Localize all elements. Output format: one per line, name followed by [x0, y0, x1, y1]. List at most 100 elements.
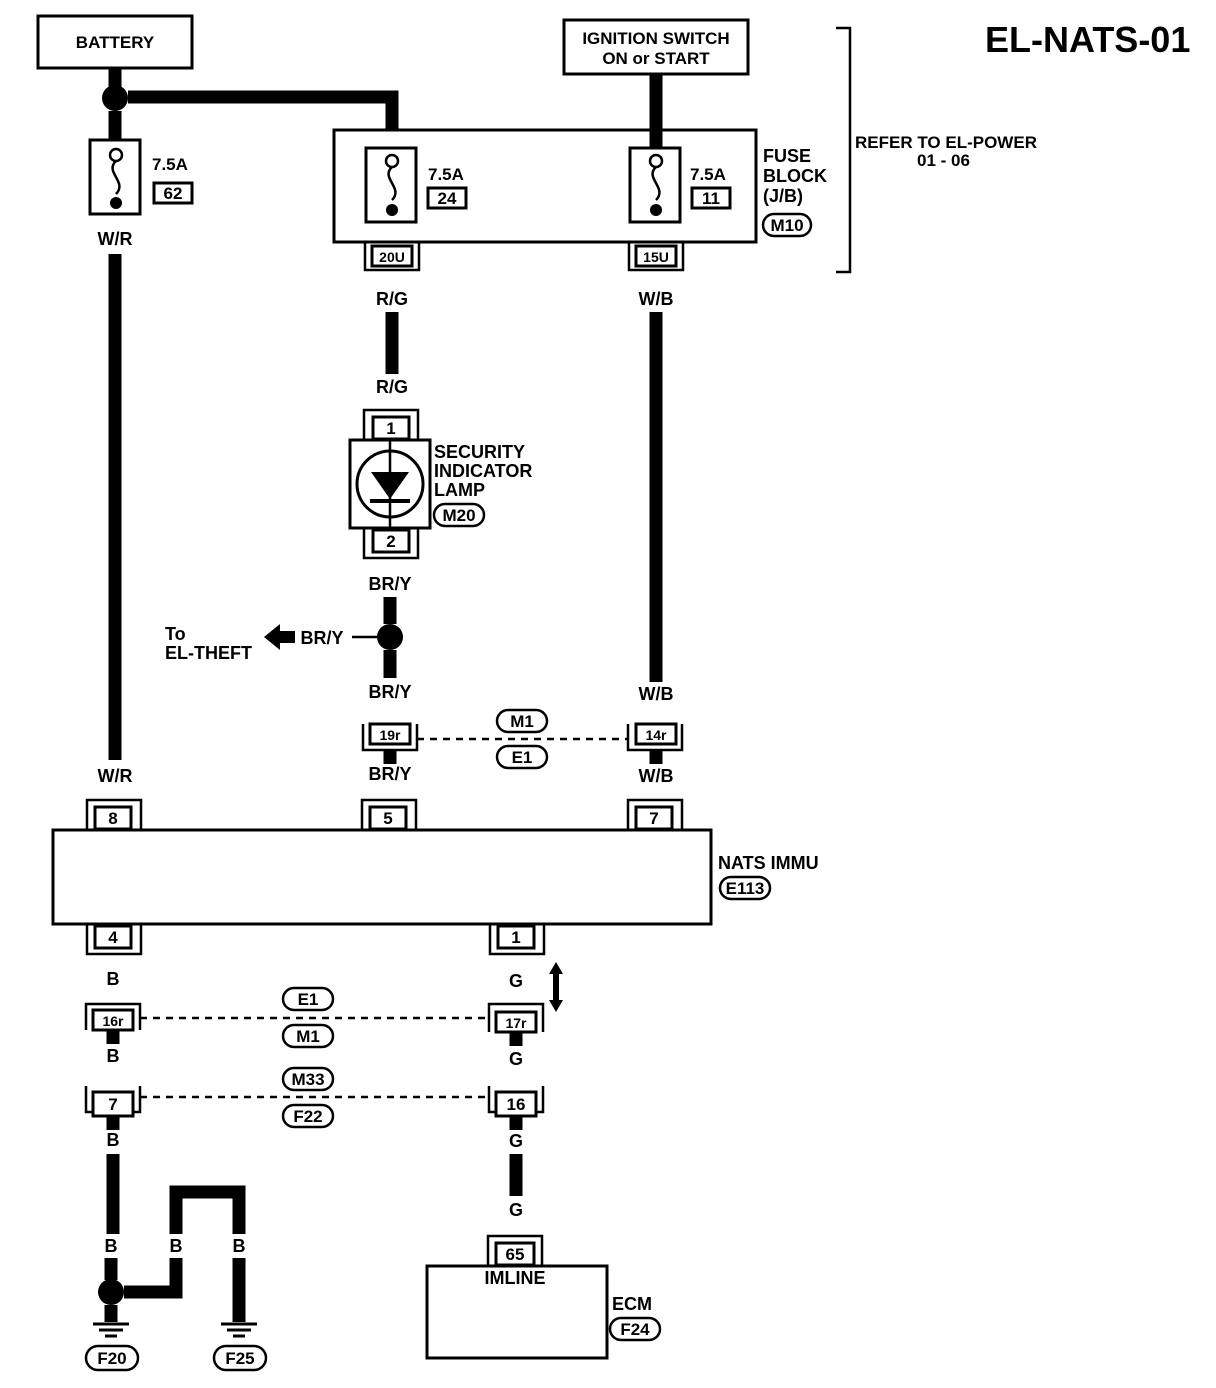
terminal-15u-label: 15U [643, 249, 669, 265]
bidirectional-arrow-icon [549, 962, 563, 1012]
lamp-line1: SECURITY [434, 442, 525, 462]
nats-pin4 [93, 924, 133, 950]
fuse-24-number-box [426, 186, 468, 210]
ecm-name: ECM [612, 1294, 652, 1314]
fuse-block-line1: FUSE [763, 146, 811, 166]
battery-label: BATTERY [76, 33, 155, 52]
ecm-connector-oval [608, 1316, 662, 1342]
wire-label-g-1: G [509, 971, 523, 991]
wire-label-wb-3: W/B [639, 766, 674, 786]
ecm-connector: F24 [620, 1320, 650, 1339]
conn-14r-label: 14r [645, 727, 667, 743]
nats-pin8-frame [85, 798, 143, 830]
nats-name: NATS IMMU [718, 853, 819, 873]
refer-line2: 01 - 06 [917, 151, 970, 170]
oval-e1-bottom [281, 986, 335, 1012]
nats-pin4-frame [85, 924, 143, 956]
to-theft-line1: To [165, 624, 186, 644]
ecm-terminal-name: IMLINE [485, 1268, 546, 1288]
splice-ground [98, 1279, 124, 1305]
wire-label-bry-2: BR/Y [368, 682, 411, 702]
oval-m1-top [495, 708, 549, 734]
conn-17r-frame [487, 1002, 545, 1032]
lamp-pin2-label: 2 [386, 532, 395, 551]
wire-label-wr-top: W/R [98, 229, 133, 249]
wire-b-loop [169, 1185, 246, 1234]
wire-label-wr-bottom: W/R [98, 766, 133, 786]
nats-pin7-label: 7 [649, 809, 658, 828]
ecm-pin-label: 65 [506, 1245, 525, 1264]
splice-battery [102, 85, 128, 111]
wire-label-b-3: B [107, 1130, 120, 1150]
ground-icon-f20 [93, 1322, 129, 1338]
label-e1-bottom: E1 [298, 990, 319, 1009]
terminal-20u [370, 244, 414, 268]
terminal-15u-frame [627, 242, 685, 272]
fuse-block-line3: (J/B) [763, 186, 803, 206]
nats-connector-oval [718, 875, 772, 901]
label-e1-top: E1 [512, 748, 533, 767]
to-theft-line2: EL-THEFT [165, 643, 252, 663]
wire-label-bry-3: BR/Y [368, 764, 411, 784]
label-m1-top: M1 [510, 712, 534, 731]
fuse-24-rating: 7.5A [428, 165, 464, 184]
wire-label-g-3: G [509, 1131, 523, 1151]
wire-label-wb-2: W/B [639, 684, 674, 704]
nats-pin1-frame [488, 924, 546, 956]
refer-bracket [836, 26, 852, 274]
conn-17r-label: 17r [505, 1015, 527, 1031]
wire-label-b-1: B [107, 969, 120, 989]
nats-pin4-label: 4 [108, 928, 118, 947]
fuse-62-number-box [152, 181, 194, 205]
wire-label-b-5: B [170, 1236, 183, 1256]
lamp-pin1-frame [362, 408, 420, 440]
fuse-block-line2: BLOCK [763, 166, 827, 186]
conn-7-label: 7 [108, 1095, 117, 1114]
fuse-62-rating: 7.5A [152, 155, 188, 174]
lamp-connector-oval [432, 502, 486, 528]
splice-bry [377, 624, 403, 650]
fuse-62-number: 62 [164, 184, 183, 203]
terminal-15u [634, 244, 678, 268]
wire-label-g-4: G [509, 1200, 523, 1220]
nats-pin1-label: 1 [511, 928, 520, 947]
wire-label-b-2: B [107, 1046, 120, 1066]
lamp-pin2 [371, 528, 411, 554]
nats-immu-box [51, 828, 713, 926]
fuse-block-connector: M10 [770, 216, 803, 235]
page-title: EL-NATS-01 [985, 19, 1190, 60]
conn-16r-label: 16r [102, 1013, 124, 1029]
lamp-pin1-label: 1 [386, 419, 395, 438]
wire-label-rg-top: R/G [376, 289, 408, 309]
conn-19r [368, 722, 412, 746]
fuse-block-connector-oval [761, 212, 813, 238]
ground-f25: F25 [225, 1349, 254, 1368]
nats-pin5-frame [360, 798, 418, 830]
ignition-line2: ON or START [602, 49, 710, 68]
conn-16-label: 16 [507, 1095, 526, 1114]
label-f22: F22 [293, 1107, 322, 1126]
ground-f25-oval [212, 1344, 268, 1372]
nats-pin7-frame [626, 798, 684, 830]
ignition-line1: IGNITION SWITCH [582, 29, 729, 48]
fuse-11-number: 11 [702, 189, 720, 208]
wire-label-wb-1: W/B [639, 289, 674, 309]
oval-f22 [281, 1103, 335, 1129]
fuse-11-number-box [690, 186, 732, 210]
fuse-24-number: 24 [438, 189, 457, 208]
arrow-left-icon [264, 624, 295, 650]
lamp-connector: M20 [442, 506, 475, 525]
wire-label-g-2: G [509, 1049, 523, 1069]
ground-f20: F20 [97, 1349, 126, 1368]
conn-7 [91, 1090, 135, 1118]
oval-m1-bottom [281, 1023, 335, 1049]
ground-f20-oval [84, 1344, 140, 1372]
terminal-20u-frame [363, 242, 421, 272]
lamp-pin2-frame [362, 528, 420, 560]
lamp-line3: LAMP [434, 480, 485, 500]
wire-label-b-4: B [105, 1236, 118, 1256]
wire-label-rg-bottom: R/G [376, 377, 408, 397]
terminal-20u-label: 20U [379, 249, 405, 265]
nats-connector: E113 [726, 879, 765, 898]
